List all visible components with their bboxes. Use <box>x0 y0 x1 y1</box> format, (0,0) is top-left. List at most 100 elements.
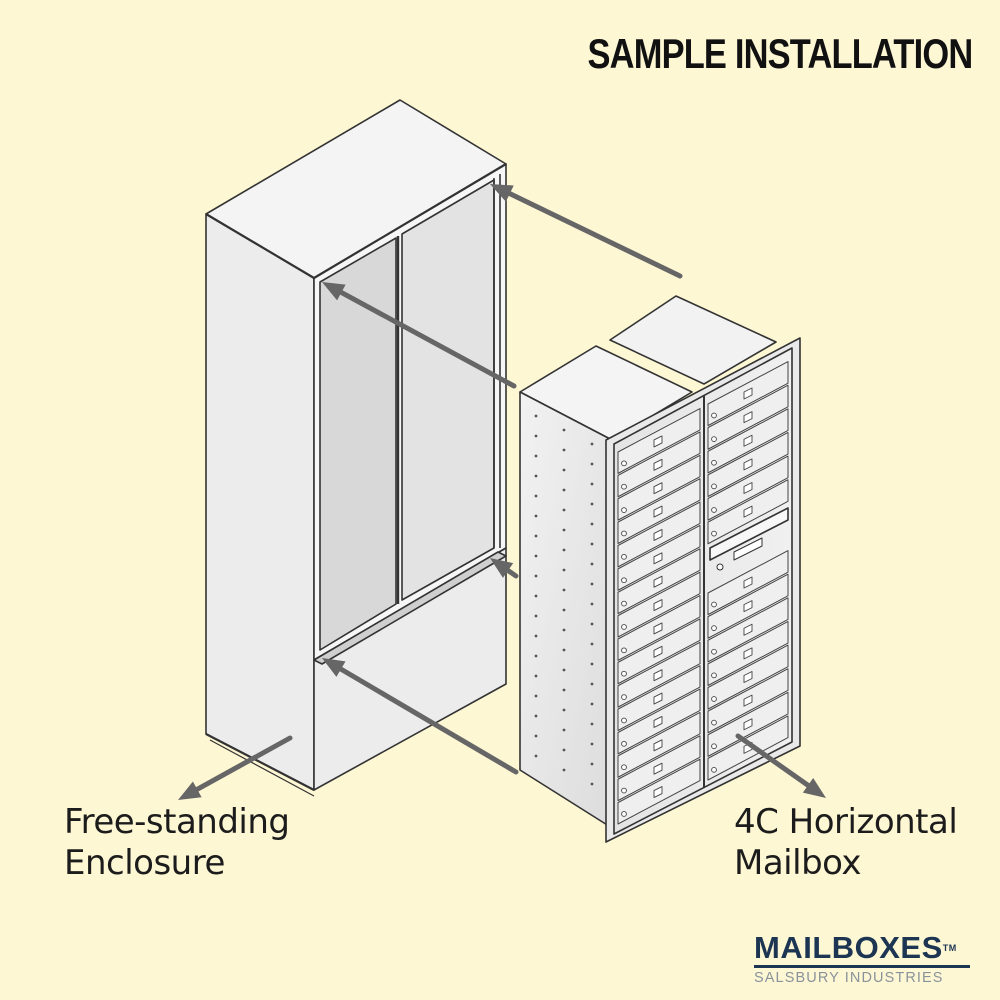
side-hole <box>534 594 538 598</box>
side-hole <box>562 468 566 472</box>
enclosure-inner-left <box>319 237 397 651</box>
brand-trademark: TM <box>942 943 957 953</box>
brand-tagline: SALSBURY INDUSTRIES <box>754 970 944 986</box>
side-hole <box>562 768 566 772</box>
enclosure-label: Free-standing Enclosure <box>64 802 290 884</box>
mailbox-door <box>707 597 789 663</box>
side-hole <box>590 622 594 626</box>
side-hole <box>590 442 594 446</box>
side-hole <box>562 708 566 712</box>
mailbox-door <box>617 524 701 591</box>
side-hole <box>534 554 538 558</box>
side-hole <box>534 654 538 658</box>
side-hole <box>590 742 594 746</box>
mailbox-door <box>617 665 701 731</box>
mailbox-label: 4C Horizontal Mailbox <box>734 802 958 884</box>
side-hole <box>534 634 538 638</box>
arrow <box>322 282 517 389</box>
mailbox-label-line-1: 4C Horizontal <box>734 802 958 842</box>
side-hole <box>590 462 594 466</box>
mailbox-door <box>617 478 701 544</box>
mailbox-door <box>617 618 701 685</box>
side-hole <box>590 722 594 726</box>
arrow <box>490 558 519 579</box>
side-hole <box>562 548 566 552</box>
arrow <box>735 733 826 798</box>
enclosure-left-side <box>205 213 315 791</box>
side-hole <box>590 522 594 526</box>
enclosure-label-line-2: Enclosure <box>64 843 225 883</box>
mailbox-label-line-2: Mailbox <box>734 843 862 883</box>
side-hole <box>534 754 538 758</box>
mailbox-door <box>617 735 701 802</box>
side-hole <box>562 648 566 652</box>
arrow <box>490 184 683 279</box>
side-hole <box>534 494 538 498</box>
mailbox-door <box>707 361 789 427</box>
mailbox-unit <box>519 295 801 843</box>
mailbox-door <box>707 644 789 710</box>
mailbox-door <box>617 595 701 661</box>
mailbox-door <box>707 431 789 497</box>
side-hole <box>562 528 566 532</box>
arrow <box>178 735 293 800</box>
mailbox-rear-top <box>609 295 777 385</box>
mailbox-door <box>617 758 701 825</box>
mailbox-door <box>707 668 789 734</box>
side-hole <box>534 474 538 478</box>
side-hole <box>562 588 566 592</box>
side-hole <box>590 502 594 506</box>
side-hole <box>534 694 538 698</box>
enclosure-label-line-1: Free-standing <box>64 802 290 842</box>
mailbox-door <box>617 711 701 778</box>
side-hole <box>590 702 594 706</box>
side-hole <box>590 642 594 646</box>
mailbox-door <box>707 573 789 639</box>
side-hole <box>562 568 566 572</box>
mailbox-side <box>519 391 613 829</box>
mailbox-door <box>617 454 701 521</box>
brand-rule <box>754 965 970 968</box>
mailbox-door <box>707 408 789 474</box>
mailbox-door <box>617 431 701 498</box>
mailbox-door <box>617 408 701 474</box>
side-hole <box>534 514 538 518</box>
side-hole <box>534 734 538 738</box>
side-hole <box>590 602 594 606</box>
side-hole <box>590 482 594 486</box>
mailbox-door <box>617 688 701 755</box>
enclosure-inner-right <box>401 179 495 601</box>
side-hole <box>590 542 594 546</box>
side-hole <box>562 628 566 632</box>
side-hole <box>562 488 566 492</box>
page-title: SAMPLE INSTALLATION <box>587 30 973 77</box>
mailbox-door <box>707 550 789 616</box>
arrows <box>178 184 826 800</box>
side-hole <box>590 682 594 686</box>
side-hole <box>562 668 566 672</box>
side-hole <box>562 728 566 732</box>
side-hole <box>534 534 538 538</box>
mailbox-door <box>707 384 789 450</box>
side-hole <box>590 582 594 586</box>
mailbox-door <box>707 479 789 545</box>
side-hole <box>590 782 594 786</box>
side-hole <box>562 448 566 452</box>
mailbox-door <box>707 455 789 521</box>
mailbox-doors <box>617 361 789 825</box>
side-hole <box>562 688 566 692</box>
side-hole <box>590 562 594 566</box>
mailbox-door <box>707 620 789 686</box>
side-hole <box>590 662 594 666</box>
mailbox-door <box>707 691 789 757</box>
side-hole <box>562 748 566 752</box>
side-hole <box>534 574 538 578</box>
mailbox-door <box>617 548 701 615</box>
side-hole <box>534 614 538 618</box>
side-hole <box>562 428 566 432</box>
brand-logo: MAILBOXESTM SALSBURY INDUSTRIES <box>754 932 976 986</box>
side-hole <box>534 454 538 458</box>
side-hole <box>534 414 538 418</box>
enclosure <box>205 99 507 797</box>
